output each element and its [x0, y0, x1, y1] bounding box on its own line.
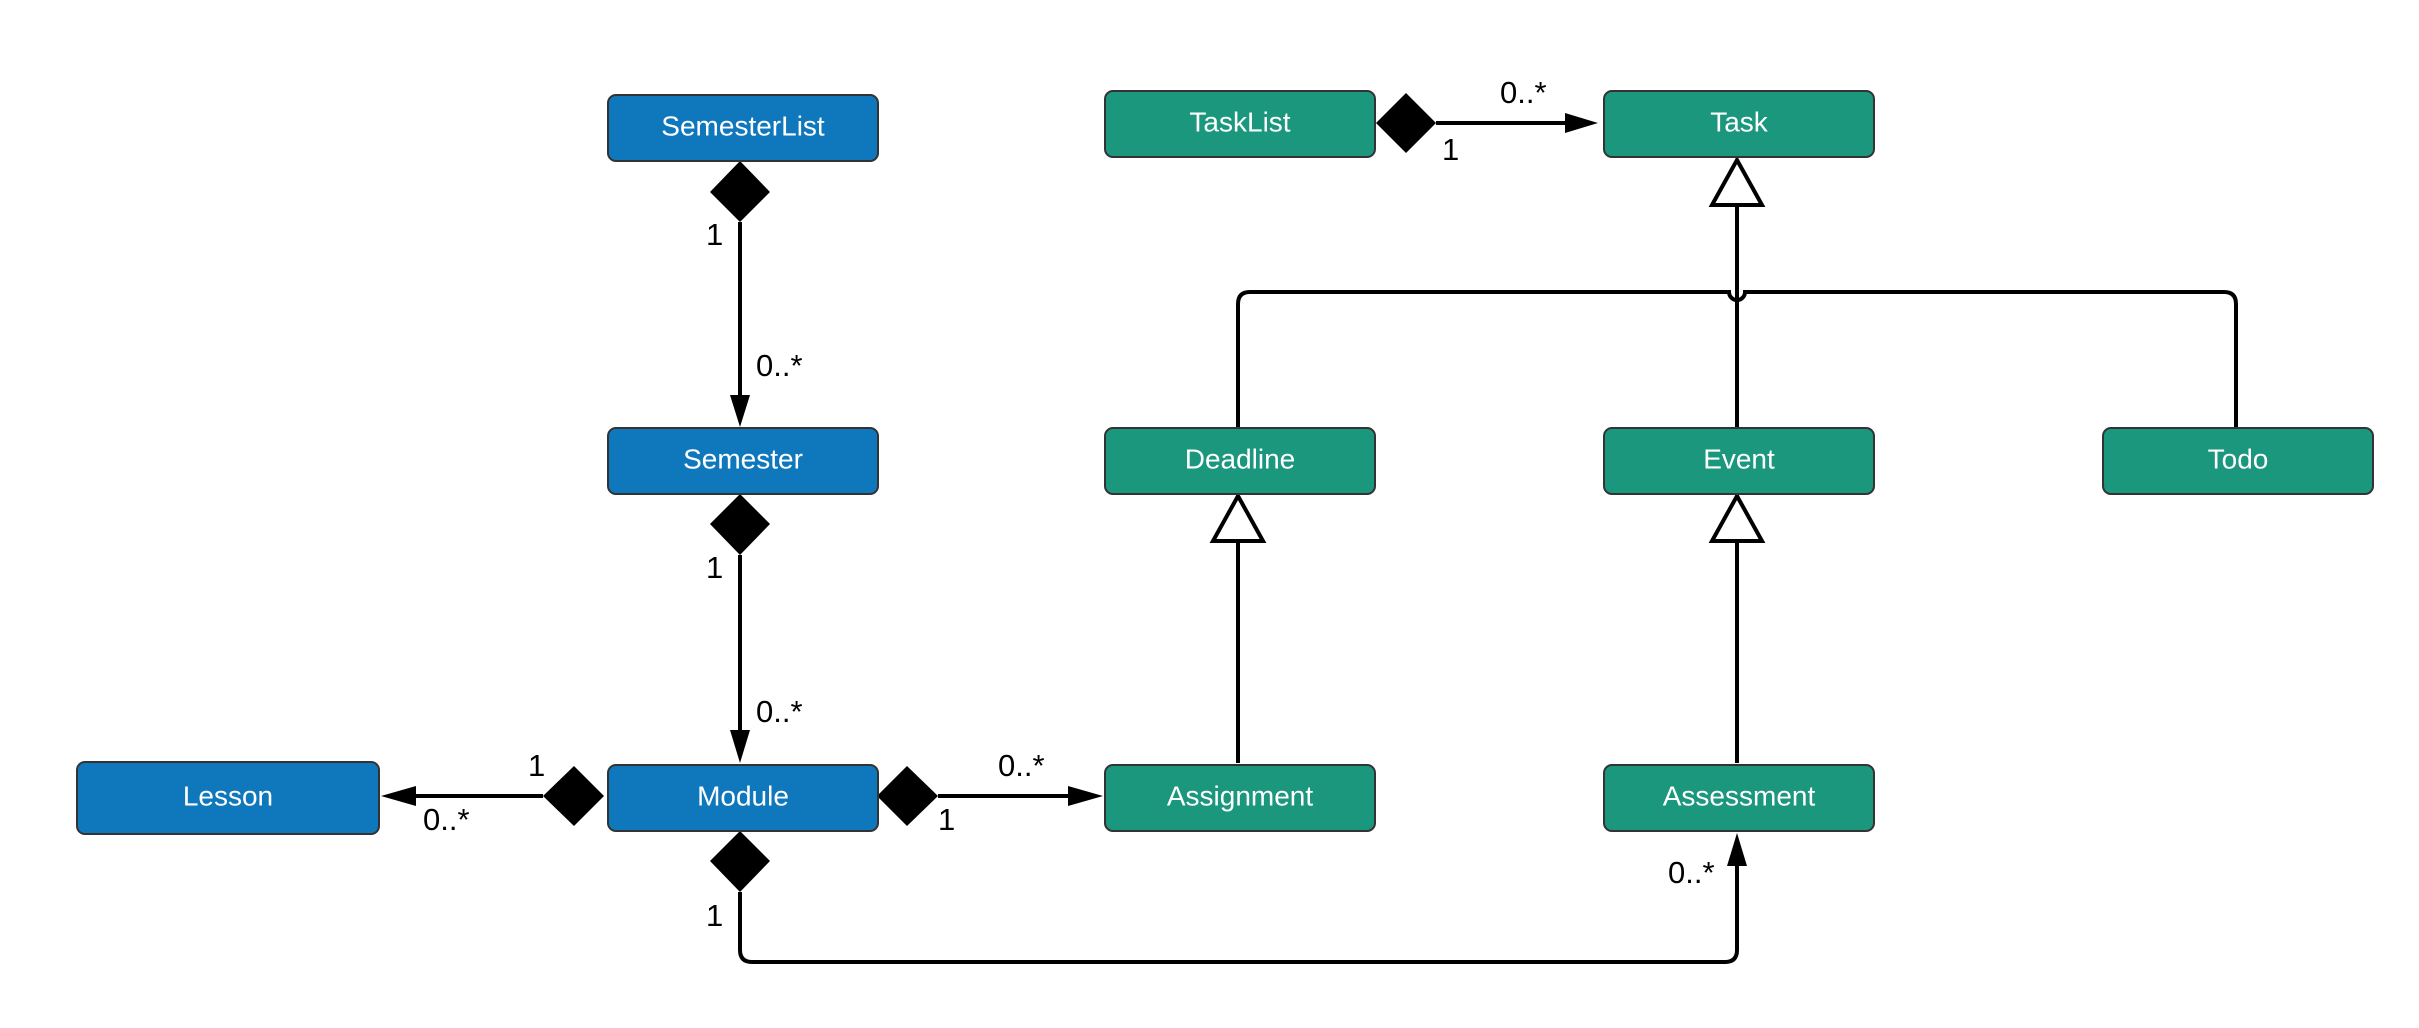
navigation-arrowhead	[381, 786, 416, 806]
class-deadline[interactable]: Deadline	[1104, 427, 1376, 495]
edge-generalization-task	[1236, 155, 2238, 427]
edge-semester-module: 1 0..*	[706, 494, 803, 763]
generalization-arrowhead	[1209, 491, 1267, 543]
class-module[interactable]: Module	[607, 764, 879, 832]
edge-module-assignment: 1 0..*	[877, 748, 1103, 837]
multiplicity-label: 1	[706, 217, 723, 252]
composition-diamond	[710, 494, 770, 555]
composition-diamond	[710, 161, 770, 222]
edge-assessment-event	[1708, 491, 1766, 763]
class-semesterlist[interactable]: SemesterList	[607, 94, 879, 162]
multiplicity-label: 0..*	[1500, 75, 1547, 110]
class-assignment[interactable]: Assignment	[1104, 764, 1376, 832]
class-event[interactable]: Event	[1603, 427, 1875, 495]
edge-assignment-deadline	[1209, 491, 1267, 763]
edge-module-lesson: 1 0..*	[381, 748, 604, 837]
class-name-label: Event	[1703, 443, 1775, 474]
multiplicity-label: 0..*	[1668, 855, 1715, 890]
multiplicity-label: 1	[706, 550, 723, 585]
class-name-label: Semester	[683, 443, 803, 474]
composition-diamond	[543, 766, 604, 826]
edge-module-assessment: 1 0..*	[706, 831, 1747, 964]
composition-diamond	[710, 831, 770, 892]
multiplicity-label: 1	[938, 802, 955, 837]
class-name-label: Assessment	[1663, 780, 1816, 811]
class-task[interactable]: Task	[1603, 90, 1875, 158]
multiplicity-label: 0..*	[998, 748, 1045, 783]
multiplicity-label: 0..*	[756, 694, 803, 729]
edge-tasklist-task: 1 0..*	[1376, 75, 1598, 167]
class-semester[interactable]: Semester	[607, 427, 879, 495]
class-name-label: SemesterList	[661, 110, 825, 141]
class-name-label: TaskList	[1189, 106, 1290, 137]
navigation-arrowhead	[1565, 113, 1598, 133]
navigation-arrowhead	[730, 395, 750, 427]
multiplicity-label: 0..*	[423, 802, 470, 837]
edge-semesterlist-semester: 1 0..*	[706, 161, 803, 427]
navigation-arrowhead	[730, 730, 750, 763]
class-name-label: Todo	[2208, 443, 2269, 474]
generalization-arrowhead	[1708, 155, 1766, 207]
class-name-label: Module	[697, 780, 789, 811]
class-name-label: Task	[1710, 106, 1769, 137]
class-name-label: Lesson	[183, 780, 273, 811]
composition-diamond	[877, 766, 938, 826]
class-name-label: Assignment	[1167, 780, 1314, 811]
composition-diamond	[1376, 93, 1436, 153]
multiplicity-label: 0..*	[756, 348, 803, 383]
class-assessment[interactable]: Assessment	[1603, 764, 1875, 832]
class-name-label: Deadline	[1185, 443, 1296, 474]
navigation-arrowhead	[1727, 833, 1747, 866]
class-todo[interactable]: Todo	[2102, 427, 2374, 495]
multiplicity-label: 1	[706, 898, 723, 933]
generalization-arrowhead	[1708, 491, 1766, 543]
multiplicity-label: 1	[528, 748, 545, 783]
navigation-arrowhead	[1068, 786, 1103, 806]
class-lesson[interactable]: Lesson	[76, 761, 380, 835]
multiplicity-label: 1	[1442, 132, 1459, 167]
class-tasklist[interactable]: TaskList	[1104, 90, 1376, 158]
